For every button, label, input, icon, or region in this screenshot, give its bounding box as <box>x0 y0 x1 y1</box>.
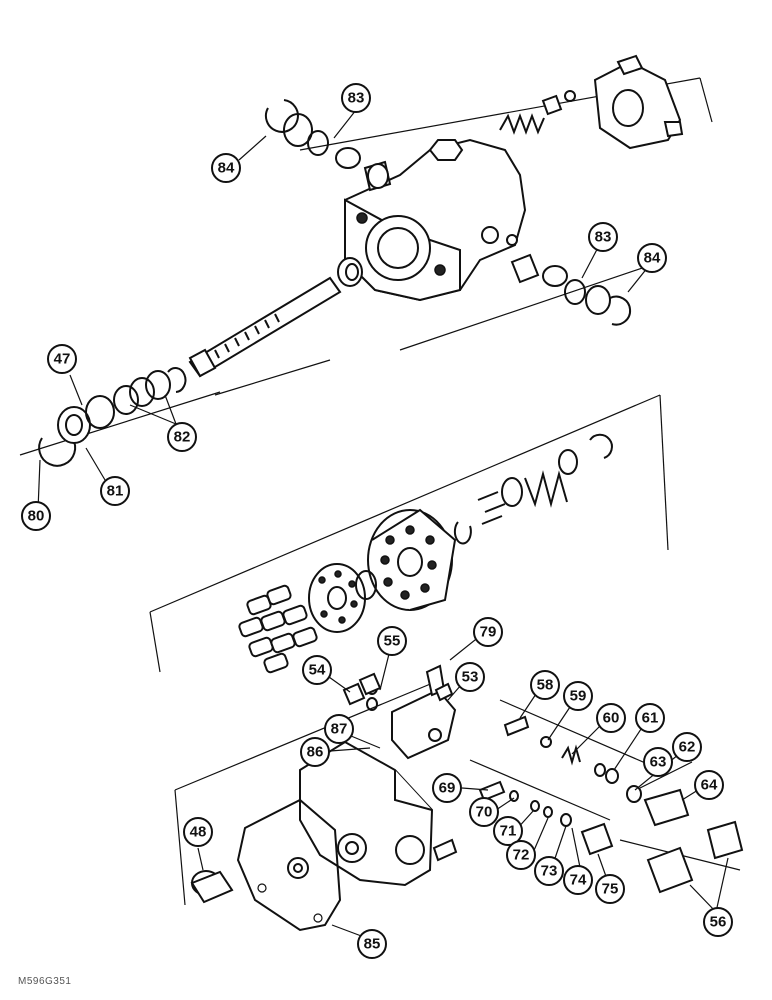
spring-assembly <box>453 433 613 545</box>
callout-label: 87 <box>331 721 348 738</box>
callout-54: 54 <box>302 655 332 685</box>
callout-label: 74 <box>570 872 587 889</box>
callout-label: 85 <box>364 936 381 953</box>
callout-label: 56 <box>710 914 727 931</box>
callout-label: 61 <box>642 710 659 727</box>
callout-label: 72 <box>513 847 530 864</box>
compensator-block <box>342 664 457 760</box>
callout-56: 56 <box>703 907 733 937</box>
callout-62: 62 <box>672 732 702 762</box>
drive-shaft <box>188 276 342 378</box>
callout-60: 60 <box>596 703 626 733</box>
cylinder-block <box>367 508 457 611</box>
callout-61: 61 <box>635 703 665 733</box>
callout-label: 79 <box>480 624 497 641</box>
callout-label: 69 <box>439 780 456 797</box>
callout-70: 70 <box>469 797 499 827</box>
callout-48: 48 <box>183 817 213 847</box>
piston-assembly <box>238 584 318 674</box>
callout-80: 80 <box>21 501 51 531</box>
callout-87: 87 <box>324 714 354 744</box>
callout-label: 53 <box>462 669 479 686</box>
valve-cartridge-parts <box>434 682 744 894</box>
callout-label: 86 <box>307 744 324 761</box>
callout-59: 59 <box>563 681 593 711</box>
callout-label: 84 <box>218 160 235 177</box>
callout-84-top: 84 <box>211 153 241 183</box>
callout-81: 81 <box>100 476 130 506</box>
callout-55: 55 <box>377 626 407 656</box>
callout-72: 72 <box>506 840 536 870</box>
callout-84-right: 84 <box>637 243 667 273</box>
pin-48 <box>190 870 234 904</box>
end-cap <box>593 54 684 150</box>
snap-rings-top <box>265 99 632 326</box>
callout-label: 62 <box>679 739 696 756</box>
callout-label: 83 <box>348 90 365 107</box>
callout-label: 73 <box>541 863 558 880</box>
callout-label: 71 <box>500 823 517 840</box>
callout-label: 70 <box>476 804 493 821</box>
rear-housing <box>299 740 458 887</box>
relief-valve-spring <box>499 90 576 135</box>
callout-label: 54 <box>309 662 326 679</box>
callout-label: 75 <box>602 881 619 898</box>
callout-label: 81 <box>107 483 124 500</box>
callout-label: 59 <box>570 688 587 705</box>
callout-83-right: 83 <box>588 222 618 252</box>
callout-74: 74 <box>563 865 593 895</box>
callout-label: 60 <box>603 710 620 727</box>
callout-64: 64 <box>694 770 724 800</box>
callout-53: 53 <box>455 662 485 692</box>
callout-label: 58 <box>537 677 554 694</box>
callout-75: 75 <box>595 874 625 904</box>
gasket <box>236 798 342 932</box>
callout-label: 63 <box>650 754 667 771</box>
callout-85: 85 <box>357 929 387 959</box>
callout-79: 79 <box>473 617 503 647</box>
callout-label: 55 <box>384 633 401 650</box>
callout-47: 47 <box>47 344 77 374</box>
callout-71: 71 <box>493 816 523 846</box>
callout-83-top: 83 <box>341 83 371 113</box>
shaft-bearing-set <box>38 367 187 467</box>
callout-label: 47 <box>54 351 71 368</box>
callout-82: 82 <box>167 422 197 452</box>
bearings-top <box>335 147 568 287</box>
callout-label: 48 <box>190 824 207 841</box>
callout-label: 82 <box>174 429 191 446</box>
swash-plate <box>308 563 377 633</box>
figure-code: M596G351 <box>18 976 72 987</box>
pump-housing <box>344 138 527 302</box>
callout-label: 80 <box>28 508 45 525</box>
callout-69: 69 <box>432 773 462 803</box>
callout-label: 83 <box>595 229 612 246</box>
callout-86: 86 <box>300 737 330 767</box>
callout-63: 63 <box>643 747 673 777</box>
callout-label: 84 <box>644 250 661 267</box>
callout-73: 73 <box>534 856 564 886</box>
callout-58: 58 <box>530 670 560 700</box>
callout-label: 64 <box>701 777 718 794</box>
